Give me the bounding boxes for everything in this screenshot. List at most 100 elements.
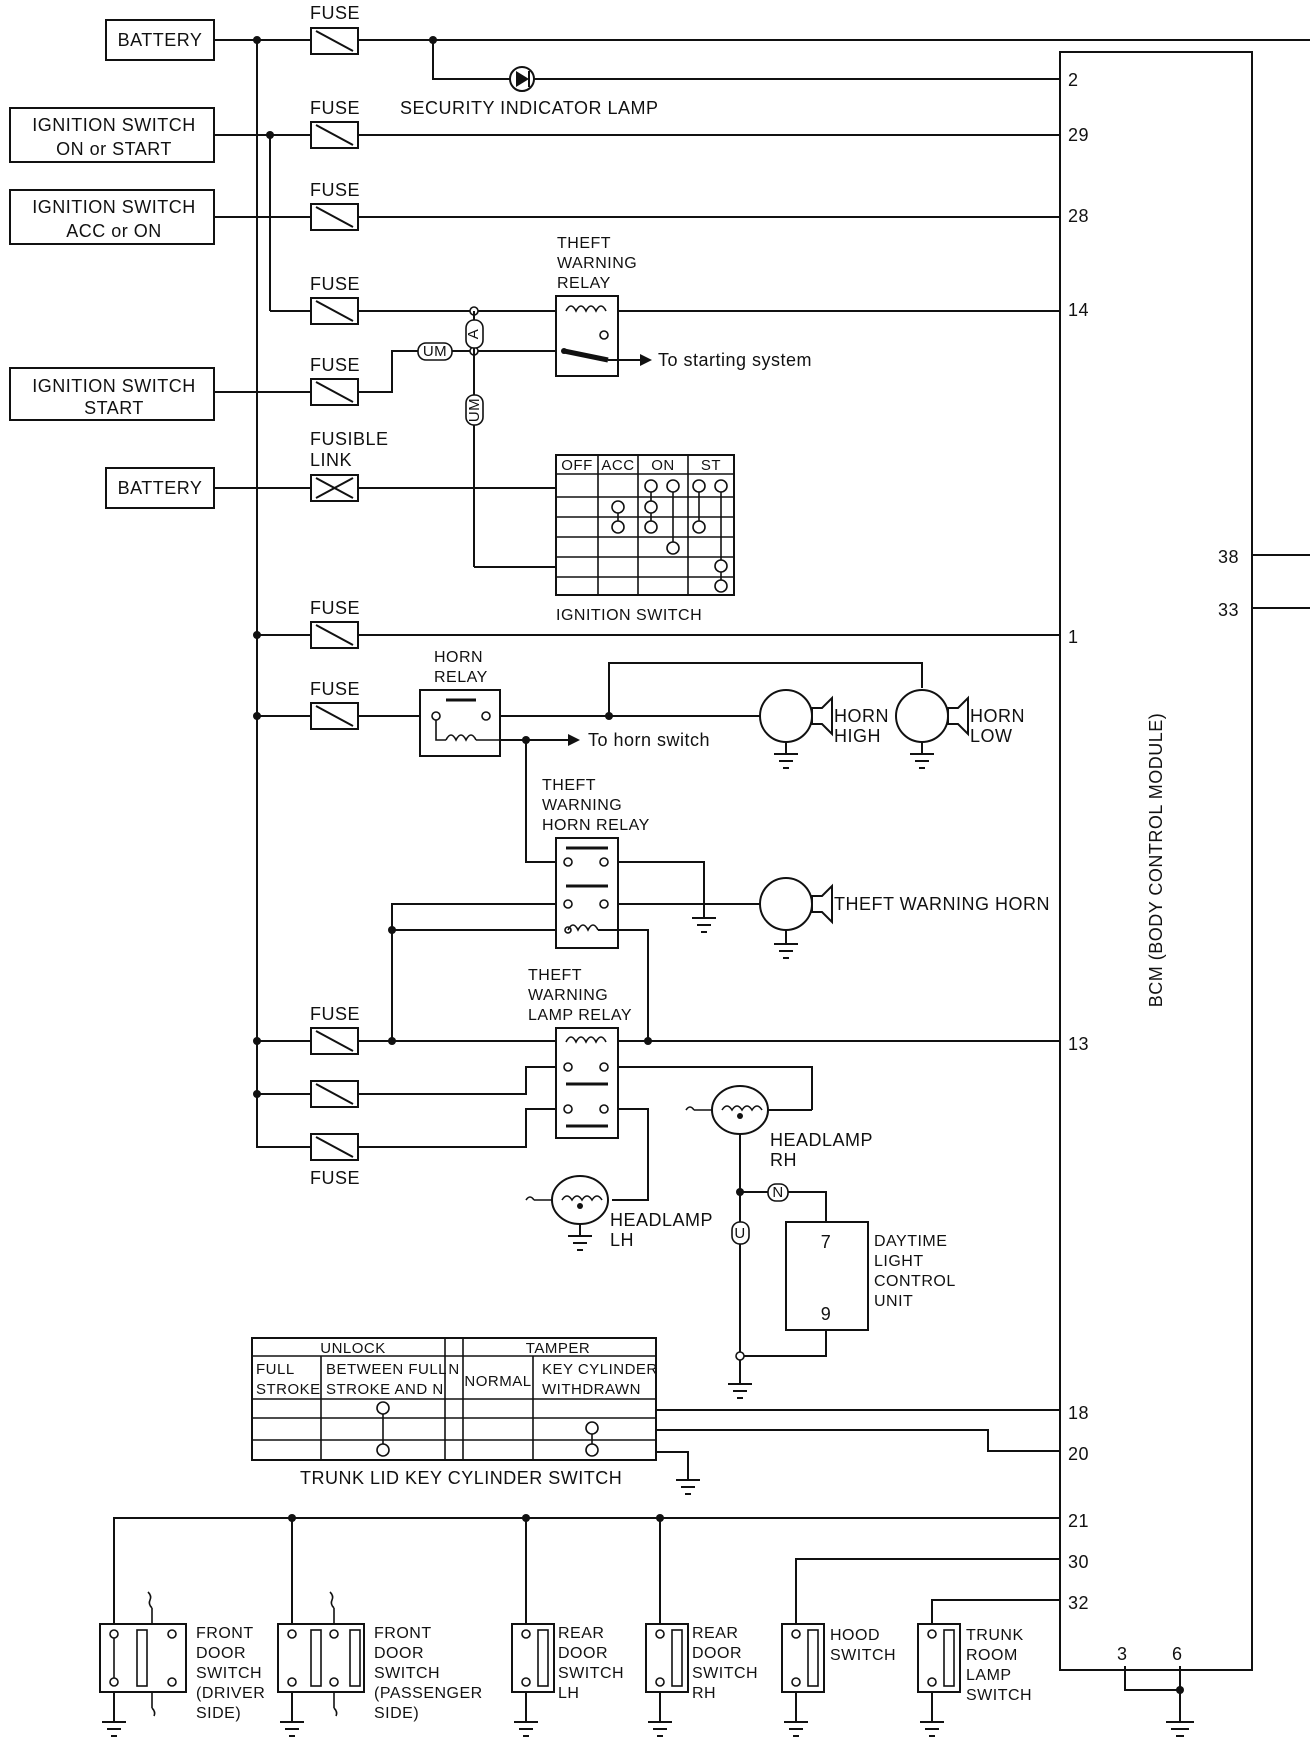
bcm-pin-30: 30 (1068, 1552, 1089, 1572)
bcm-module: BCM (BODY CONTROL MODULE) 2 29 28 14 38 … (1059, 51, 1310, 1737)
fuse-4 (310, 297, 359, 325)
trunk-switch-label: TRUNK LID KEY CYLINDER SWITCH (300, 1468, 622, 1488)
svg-text:HOOD: HOOD (830, 1627, 880, 1644)
svg-text:RELAY: RELAY (434, 669, 488, 686)
svg-text:REAR: REAR (558, 1625, 604, 1642)
headlamp-lh: HEADLAMP LH (525, 1175, 713, 1251)
fuse-3 (310, 203, 359, 231)
fuse-9 (310, 1080, 359, 1108)
theft-warning-relay: THEFT WARNING RELAY To starting system (555, 235, 812, 377)
horn-low: HORN LOW (895, 689, 1025, 769)
to-starting-system: To starting system (658, 350, 812, 370)
headlamp-rh: HEADLAMP RH (685, 1085, 873, 1356)
rear-door-switch-rh: REAR DOOR SWITCH RH (645, 1623, 758, 1737)
svg-text:LINK: LINK (310, 450, 352, 470)
svg-text:LIGHT: LIGHT (874, 1253, 924, 1270)
svg-text:N: N (772, 1184, 783, 1201)
fuse-8 (310, 1027, 359, 1055)
connector-u: U (731, 1221, 750, 1245)
svg-text:START: START (84, 398, 144, 418)
bcm-label: BCM (BODY CONTROL MODULE) (1146, 713, 1166, 1008)
front-door-switch-driver: FRONT DOOR SWITCH (DRIVER SIDE) (99, 1591, 265, 1737)
bcm-pin-3: 3 (1117, 1644, 1128, 1664)
svg-text:DAYTIME: DAYTIME (874, 1233, 947, 1250)
svg-text:IGNITION SWITCH: IGNITION SWITCH (32, 115, 196, 135)
svg-text:UM: UM (423, 343, 447, 360)
fuse-1 (310, 27, 359, 55)
connector-n: N (767, 1183, 789, 1202)
svg-text:HORN: HORN (970, 706, 1025, 726)
door-switch-wiring (113, 1514, 1060, 1624)
svg-text:FUSIBLE: FUSIBLE (310, 429, 389, 449)
rear-door-switch-lh: REAR DOOR SWITCH LH (511, 1623, 624, 1737)
ignition-switch: OFF ACC ON ST IGNITION SWITCH (555, 454, 735, 624)
svg-text:(DRIVER: (DRIVER (196, 1685, 265, 1702)
source-ignition-on-start: IGNITION SWITCH ON or START (9, 107, 215, 163)
svg-text:HORN RELAY: HORN RELAY (542, 817, 650, 834)
hood-switch: HOOD SWITCH (781, 1623, 896, 1737)
fuse-7 (310, 702, 359, 730)
bcm-pin-21: 21 (1068, 1511, 1089, 1531)
svg-text:FRONT: FRONT (196, 1625, 254, 1642)
svg-text:LH: LH (558, 1685, 579, 1702)
svg-text:CONTROL: CONTROL (874, 1273, 956, 1290)
theft-warning-horn: THEFT WARNING HORN (759, 877, 1050, 959)
svg-text:WITHDRAWN: WITHDRAWN (542, 1381, 641, 1398)
theft-warning-lamp-relay: THEFT WARNING LAMP RELAY (253, 967, 1060, 1201)
bcm-pin-14: 14 (1068, 300, 1089, 320)
svg-text:SWITCH: SWITCH (196, 1665, 262, 1682)
horn-high: HORN HIGH (759, 689, 889, 769)
security-lamp-label: SECURITY INDICATOR LAMP (400, 98, 659, 118)
bcm-pin-29: 29 (1068, 125, 1089, 145)
svg-text:STROKE: STROKE (256, 1381, 321, 1398)
top-wiring: SECURITY INDICATOR LAMP (214, 36, 1310, 1142)
svg-text:DOOR: DOOR (374, 1645, 424, 1662)
svg-text:THEFT: THEFT (557, 235, 611, 252)
svg-text:NORMAL: NORMAL (464, 1373, 531, 1390)
svg-text:FUSE: FUSE (310, 98, 360, 118)
svg-text:TAMPER: TAMPER (526, 1340, 590, 1357)
svg-text:SWITCH: SWITCH (692, 1665, 758, 1682)
bcm-pin-6: 6 (1172, 1644, 1183, 1664)
svg-text:FUSE: FUSE (310, 3, 360, 23)
svg-text:HORN: HORN (834, 706, 889, 726)
svg-text:SWITCH: SWITCH (374, 1665, 440, 1682)
source-battery-2: BATTERY (105, 467, 215, 509)
svg-text:DOOR: DOOR (196, 1645, 246, 1662)
svg-text:ACC: ACC (601, 457, 634, 474)
svg-text:FUSE: FUSE (310, 1168, 360, 1188)
svg-text:HIGH: HIGH (834, 726, 881, 746)
fuse-6 (310, 621, 359, 649)
theft-warning-horn-relay: THEFT WARNING HORN RELAY (388, 777, 760, 1041)
svg-text:ON: ON (651, 457, 675, 474)
source-ignition-start: IGNITION SWITCH START (9, 367, 215, 421)
svg-text:SWITCH: SWITCH (558, 1665, 624, 1682)
svg-text:HEADLAMP: HEADLAMP (770, 1130, 873, 1150)
svg-text:REAR: REAR (692, 1625, 738, 1642)
svg-text:BATTERY: BATTERY (118, 478, 203, 498)
svg-text:UNIT: UNIT (874, 1293, 913, 1310)
fuse-2 (310, 121, 359, 149)
daytime-light-control-unit: N U 7 9 DAYTIME LIGHT CONTROL UNIT (728, 1183, 956, 1399)
front-door-switch-passenger: FRONT DOOR SWITCH (PASSENGER SIDE) (277, 1591, 482, 1737)
svg-text:SWITCH: SWITCH (830, 1647, 896, 1664)
svg-text:N: N (448, 1361, 459, 1378)
svg-text:ACC or ON: ACC or ON (66, 221, 162, 241)
connector-um-2: UM (465, 394, 484, 426)
svg-text:WARNING: WARNING (542, 797, 622, 814)
svg-text:LAMP RELAY: LAMP RELAY (528, 1007, 632, 1024)
svg-text:FUSE: FUSE (310, 274, 360, 294)
svg-text:STROKE AND N: STROKE AND N (326, 1381, 444, 1398)
svg-text:THEFT WARNING HORN: THEFT WARNING HORN (834, 894, 1050, 914)
svg-text:WARNING: WARNING (528, 987, 608, 1004)
svg-text:OFF: OFF (561, 457, 593, 474)
svg-text:FRONT: FRONT (374, 1625, 432, 1642)
fuse-5 (310, 378, 359, 406)
svg-text:IGNITION SWITCH: IGNITION SWITCH (32, 376, 196, 396)
svg-text:RH: RH (770, 1150, 797, 1170)
bcm-pin-28: 28 (1068, 206, 1089, 226)
svg-text:ST: ST (701, 457, 721, 474)
fuse-10 (310, 1133, 359, 1161)
svg-text:LAMP: LAMP (966, 1667, 1012, 1684)
